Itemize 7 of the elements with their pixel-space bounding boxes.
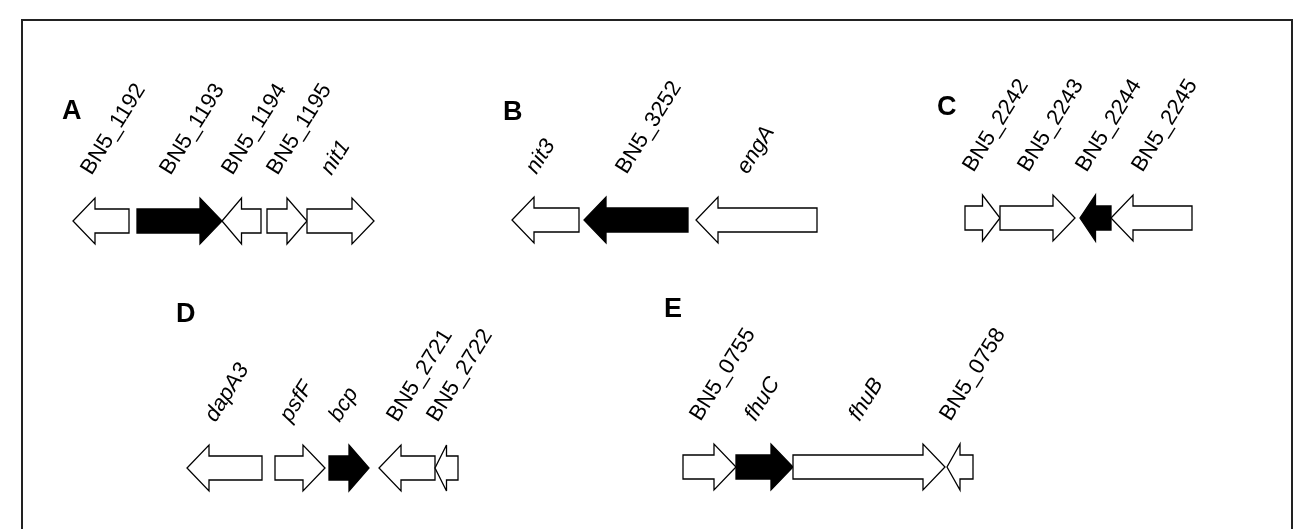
gene-label: bcp (324, 383, 362, 425)
panel-letter: B (503, 98, 523, 125)
gene-label: nit3 (520, 135, 559, 177)
panel-letter: E (664, 295, 682, 322)
panel-letter: C (937, 93, 957, 120)
panel-letter: D (176, 300, 196, 327)
panel-letter: A (62, 97, 82, 124)
